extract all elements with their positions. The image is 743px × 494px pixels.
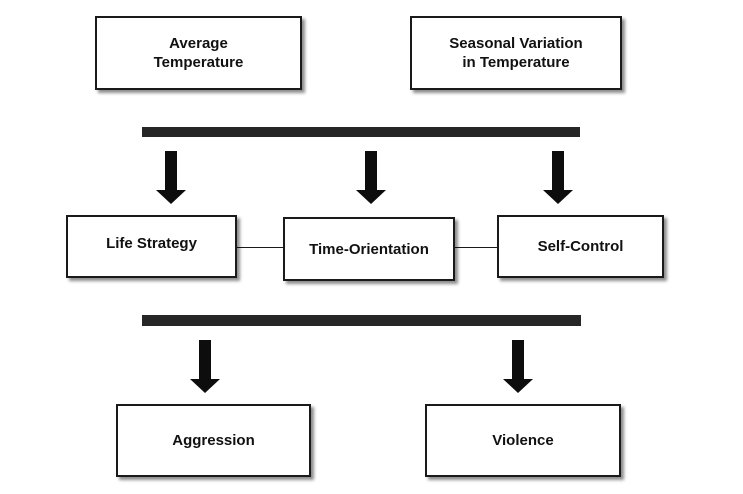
self-control-box: Self-Control: [497, 215, 664, 278]
average-temperature-label-line1: Average: [169, 35, 228, 52]
violence-box: Violence: [425, 404, 621, 477]
seasonal-variation-box: Seasonal Variation in Temperature: [410, 16, 622, 90]
arrow-to-violence: [503, 340, 533, 393]
arrow-to-self-control: [543, 151, 573, 204]
connector-life-strategy-time-orientation: [236, 247, 284, 248]
life-strategy-label: Life Strategy: [106, 235, 197, 252]
lower-merge-bar: [142, 315, 581, 326]
self-control-label: Self-Control: [537, 238, 624, 255]
average-temperature-label-line2: Temperature: [153, 54, 244, 71]
time-orientation-box: Time-Orientation: [283, 217, 455, 281]
life-strategy-box: Life Strategy: [66, 215, 237, 278]
arrow-to-life-strategy: [156, 151, 186, 204]
seasonal-variation-label-line1: Seasonal Variation: [449, 35, 583, 52]
arrow-to-time-orientation: [356, 151, 386, 204]
aggression-box: Aggression: [116, 404, 311, 477]
time-orientation-label: Time-Orientation: [309, 240, 429, 258]
average-temperature-box: Average Temperature: [95, 16, 302, 90]
seasonal-variation-label-line2: in Temperature: [462, 54, 570, 71]
upper-merge-bar: [142, 127, 580, 137]
aggression-label: Aggression: [172, 432, 255, 449]
violence-label: Violence: [492, 432, 554, 449]
connector-time-orientation-self-control: [454, 247, 498, 248]
arrow-to-aggression: [190, 340, 220, 393]
